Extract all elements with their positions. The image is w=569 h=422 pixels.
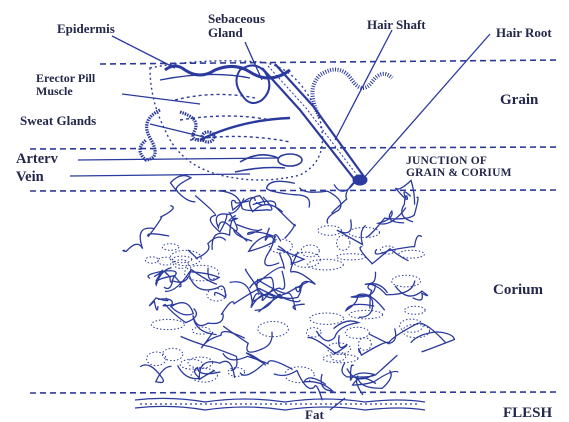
corium-cell [258,322,289,337]
zone-flesh: FLESH [503,406,552,422]
blood-vessels [235,154,302,172]
leader-sweat-glands [150,124,208,138]
corium-fibre [277,246,304,264]
corium-cell [399,250,425,258]
flesh-top-boundary [30,392,560,393]
corium-fibre [366,197,418,237]
corium-cell [345,327,369,338]
corium-fibre [148,270,163,281]
corium-fibre [170,176,195,202]
corium-cell [404,306,425,314]
label-fat: Fat [305,408,324,422]
leader-artery [78,158,278,160]
label-sebaceous-gland: Sebaceous Gland [208,12,265,39]
corium-cell [308,259,344,270]
corium-fibre [223,326,272,352]
label-artery: Arterv [16,152,58,167]
corium-cell [147,352,166,366]
corium-fibre [240,353,266,375]
corium-fibre [188,237,226,259]
corium-cell [145,257,158,263]
corium-cell [207,289,226,301]
corium-cell [228,368,245,377]
label-erector-pili-muscle: Erector Pill Muscle [36,72,95,97]
corium-cell [151,319,184,329]
layer-boundaries [30,60,560,393]
corium-fibre [389,323,446,343]
corium-cell [392,275,421,287]
grain-top-boundary [100,60,560,64]
zone-junction: JUNCTION OF GRAIN & CORIUM [406,155,512,179]
corium-cell [291,252,320,267]
corium-fibre [158,299,193,315]
label-hair-root: Hair Root [496,26,552,40]
label-vein: Vein [16,170,44,185]
corium-fibre [140,365,171,383]
corium-cell [331,352,346,361]
corium-fibre [300,188,341,224]
corium-cell [306,328,321,337]
corium-fibre [274,371,323,401]
corium-cell [336,254,365,260]
corium-cell [158,257,174,265]
corium-fibre [351,285,375,318]
leader-hair-shaft [335,30,392,140]
corium-cell [162,348,182,360]
corium-fibre [265,228,279,266]
corium-fibre [245,253,284,285]
corium-fibre [360,247,408,264]
junction-bottom-boundary [30,190,560,191]
corium-fibres [123,176,454,401]
corium-cell [403,324,430,337]
zone-corium: Corium [493,283,543,299]
corium-fibre [148,206,173,237]
corium-fibre [123,228,155,251]
corium-cell [180,359,202,369]
corium-cell [400,319,424,332]
corium-cell [323,354,358,362]
fat-layer [135,398,425,410]
corium-fibre [193,314,223,335]
corium-fibre [199,361,234,379]
corium-cell [162,244,178,251]
corium-fibre [267,181,310,207]
corium-cell [310,313,344,324]
corium-fibre [359,334,389,355]
corium-fibre [190,276,226,297]
corium-fibre [307,335,346,353]
leader-erector-muscle [122,94,200,104]
label-epidermis: Epidermis [57,22,115,36]
zone-grain: Grain [500,93,538,109]
corium-fibre [316,321,358,341]
label-sweat-glands: Sweat Glands [20,114,96,128]
corium-fibre [411,332,455,352]
corium-cell [337,236,350,251]
corium-cell [188,357,213,368]
hair-shaft-outer [313,70,393,118]
corium-cell [359,338,372,350]
corium-fibre [237,225,276,238]
corium-fibre [375,236,422,254]
label-hair-shaft: Hair Shaft [367,18,426,32]
sweat-glands [140,110,214,160]
junction-top-boundary [30,147,560,149]
corium-cell [349,310,382,318]
